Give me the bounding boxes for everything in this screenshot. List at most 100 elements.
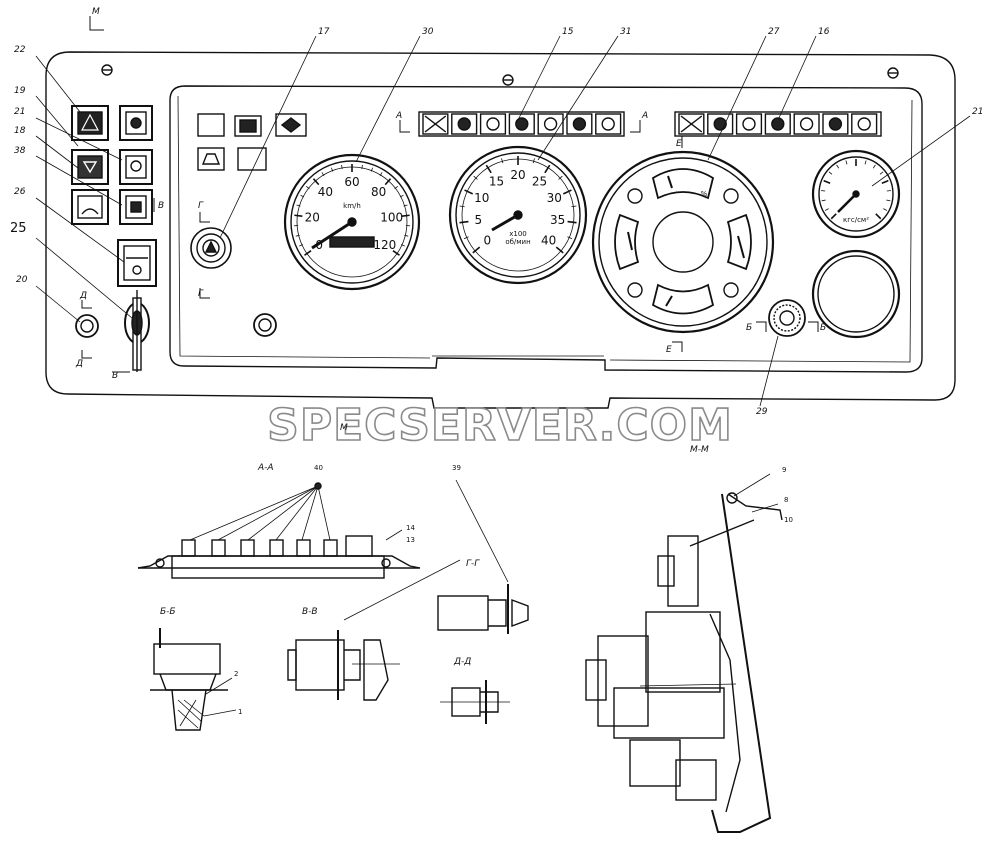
callout-40: 40 [314,464,323,472]
tachometer-tick [555,246,564,254]
indicator-strip-right-cell [707,113,734,135]
pressure-gauge-tick [823,179,831,185]
switch-light-selector [117,239,157,287]
indicator-strip-right-cell [793,113,820,135]
warning-lamp-round [190,227,232,269]
tachometer-tick [544,164,551,174]
section-mark-e-bottom: Е [666,345,672,355]
callout-30: 30 [422,27,434,37]
section-mark-d-top: Д [79,291,87,301]
callout-2: 2 [234,670,238,678]
tachometer-tick [459,205,465,208]
tachometer-tick-label: 0 [484,234,492,248]
indicator-strip-right-cell [764,113,791,135]
speedometer-tick [401,214,410,217]
indicator-strip-center-cell [537,113,564,135]
panel-screw-left [101,64,113,76]
speedometer-tick [296,204,301,207]
indicator-strip-right-cell [822,113,849,135]
indicator-strip-center-cell [508,113,535,135]
panel-screw-mid [502,74,514,86]
section-mark-v-bottom: В [112,371,118,381]
callout-39: 39 [452,464,461,472]
section-title-gg: Г-Г [466,559,480,569]
speedometer-tick [304,250,312,256]
speedometer-tick [321,172,325,177]
pressure-gauge-tick [879,171,884,175]
indicator-lamp-group-left [197,113,307,171]
section-title-dd: Д-Д [453,657,471,667]
pressure-gauge-unit: кгс/см² [843,216,869,224]
section-gg-drawing [437,479,529,634]
speedometer [283,153,421,291]
switch-bottom-left [71,189,109,225]
pressure-gauge-tick [828,171,833,175]
section-dd-drawing [440,680,510,724]
pressure-gauge-tick [864,160,867,165]
callout-18: 18 [14,126,26,136]
pressure-gauge-tick [821,199,826,202]
section-mark-d-bottom: Д [75,359,83,369]
indicator-strip-center [418,111,625,137]
tachometer-tick-label: 10 [474,191,489,205]
pressure-gauge [811,149,901,239]
speedometer-tick-label: 20 [305,210,320,224]
indicator-strip-right-cell [735,113,763,135]
callout-13: 13 [406,536,415,544]
callout-9: 9 [782,466,786,474]
callout-25: 25 [10,221,27,236]
tachometer-tick-label: 40 [541,234,556,248]
tachometer-tick [567,220,577,224]
section-title-mm: М-М [690,445,709,455]
speedometer-tick [312,178,320,186]
callout-21-right: 21 [972,107,983,117]
tachometer-tick-label: 20 [510,168,525,182]
callout-29: 29 [756,407,768,417]
pressure-gauge-tick [872,164,876,169]
panel-outer-frame [45,51,956,409]
tachometer-tick-label: 25 [532,174,547,188]
indicator-strip-right-cell [678,113,705,135]
tachometer-tick [532,158,535,164]
section-aa-drawing [137,482,421,579]
section-mm-drawing [585,473,783,833]
lamp-socket-center [253,313,277,337]
callout-22: 22 [14,45,26,55]
speedometer-tick-label: 60 [344,175,359,189]
callout-10: 10 [784,516,793,524]
switch-mid-right [119,149,153,185]
tachometer-tick [571,205,577,208]
callout-26: 26 [14,187,26,197]
section-mark-g-bottom: Г [198,289,204,299]
combination-gauge [591,150,775,334]
pressure-gauge-tick [881,179,889,185]
panel-inner-frame [169,85,923,373]
section-title-aa: А-А [257,463,274,473]
pressure-gauge-tick [886,199,891,202]
section-mark-m-top: М [92,7,100,17]
indicator-strip-center-cell [422,113,449,135]
combo-gauge-top-unit: % [701,190,708,198]
tachometer-tick [473,175,478,180]
speedometer-tick [341,164,343,169]
leader-lines [35,35,971,407]
tachometer-tick [464,189,474,195]
callout-8: 8 [784,496,788,504]
tachometer-tick [558,175,563,180]
section-mark-m-bottom: М [340,423,348,433]
odometer-window [329,236,375,248]
speedometer-tick [361,164,363,169]
tachometer [448,145,588,285]
speedometer-tick [370,167,374,172]
callout-31: 31 [620,27,631,37]
section-title-bb: Б-Б [160,607,176,617]
ignition-switch [124,290,150,372]
callout-20: 20 [16,275,28,285]
callout-16: 16 [818,27,830,37]
tachometer-tick [472,246,481,254]
section-vv-drawing [287,559,461,701]
tachometer-tick-label: 30 [547,191,562,205]
indicator-strip-right-cell [851,113,878,135]
section-mark-lines [81,16,819,423]
